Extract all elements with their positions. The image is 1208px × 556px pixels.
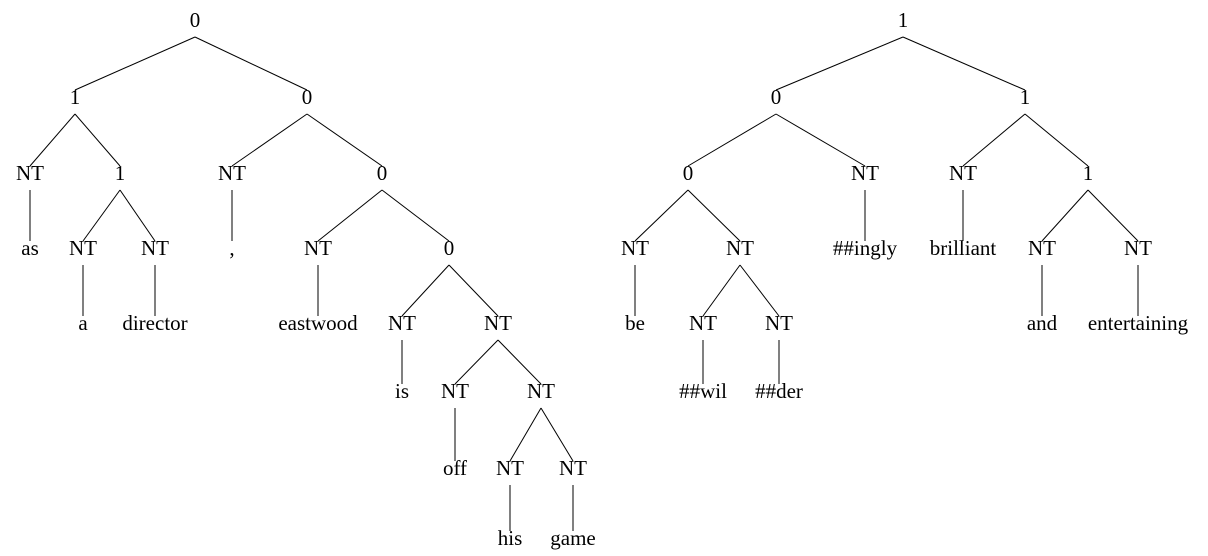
nonterminal-node: NT xyxy=(765,311,793,335)
tree-edge xyxy=(902,36,1026,91)
token-word: game xyxy=(550,526,595,550)
tree-edge xyxy=(962,113,1026,167)
tree-node-label: 1 xyxy=(898,8,909,32)
nonterminal-node: NT xyxy=(441,379,469,403)
token-word: director xyxy=(122,311,187,335)
nonterminal-node: NT xyxy=(388,311,416,335)
token-word: a xyxy=(78,311,88,335)
tree-edge xyxy=(194,36,308,91)
tree-edge xyxy=(497,339,542,385)
tree-edge xyxy=(82,189,121,242)
token-word: brilliant xyxy=(930,236,997,260)
tree-edge xyxy=(231,113,308,167)
token-word: be xyxy=(625,311,645,335)
token-word: his xyxy=(498,526,523,550)
nonterminal-node: NT xyxy=(851,161,879,185)
tree-node-label: 1 xyxy=(115,161,126,185)
tree-node-label: 0 xyxy=(683,161,694,185)
tree-edge xyxy=(1087,189,1139,242)
nonterminal-node: NT xyxy=(559,456,587,480)
token-word: off xyxy=(443,456,467,480)
nonterminal-node: NT xyxy=(218,161,246,185)
tree-node-label: 0 xyxy=(771,85,782,109)
token-word: entertaining xyxy=(1088,311,1189,335)
tree-node-label: 0 xyxy=(444,236,455,260)
nonterminal-node: NT xyxy=(1028,236,1056,260)
nonterminal-node: NT xyxy=(69,236,97,260)
left-parse-tree: 01NTas1NTaNTdirector0NT,0NTeastwood0NTis… xyxy=(16,8,596,550)
tree-edge xyxy=(634,189,689,242)
tree-edge xyxy=(381,189,450,242)
tree-node-label: 0 xyxy=(190,8,201,32)
tree-edge xyxy=(775,113,866,167)
token-word: and xyxy=(1027,311,1058,335)
tree-edge xyxy=(29,113,76,167)
tree-edge xyxy=(687,189,741,242)
nonterminal-node: NT xyxy=(304,236,332,260)
token-word: as xyxy=(21,236,39,260)
tree-edge xyxy=(702,264,741,317)
tree-edge xyxy=(687,113,777,167)
nonterminal-node: NT xyxy=(621,236,649,260)
tree-edge xyxy=(1041,189,1089,242)
token-word: eastwood xyxy=(278,311,358,335)
tree-edge xyxy=(74,36,196,91)
tree-node-label: 0 xyxy=(302,85,313,109)
token-word: , xyxy=(229,236,234,260)
tree-edge xyxy=(317,189,383,242)
tree-edge xyxy=(1024,113,1089,167)
tree-node-label: 1 xyxy=(1083,161,1094,185)
token-word: ##ingly xyxy=(833,236,898,260)
tree-node-label: 1 xyxy=(1020,85,1031,109)
right-parse-tree: 100NTbeNTNT##wilNT##derNT##ingly1NTbrill… xyxy=(621,8,1189,403)
tree-edge xyxy=(306,113,383,167)
tree-edge xyxy=(401,264,450,317)
nonterminal-node: NT xyxy=(484,311,512,335)
tree-edge xyxy=(540,407,574,462)
tree-edge xyxy=(74,113,121,167)
tree-edge xyxy=(509,407,542,462)
nonterminal-node: NT xyxy=(1124,236,1152,260)
tree-node-label: 0 xyxy=(377,161,388,185)
nonterminal-node: NT xyxy=(689,311,717,335)
token-word: ##der xyxy=(755,379,803,403)
nonterminal-node: NT xyxy=(527,379,555,403)
nonterminal-node: NT xyxy=(141,236,169,260)
tree-edge xyxy=(775,36,904,91)
tree-edge xyxy=(119,189,156,242)
tree-edge xyxy=(448,264,499,317)
token-word: is xyxy=(395,379,409,403)
tree-node-label: 1 xyxy=(70,85,81,109)
tree-edge xyxy=(454,339,499,385)
nonterminal-node: NT xyxy=(949,161,977,185)
tree-edge xyxy=(739,264,780,317)
token-word: ##wil xyxy=(679,379,727,403)
nonterminal-node: NT xyxy=(16,161,44,185)
nonterminal-node: NT xyxy=(496,456,524,480)
nonterminal-node: NT xyxy=(726,236,754,260)
